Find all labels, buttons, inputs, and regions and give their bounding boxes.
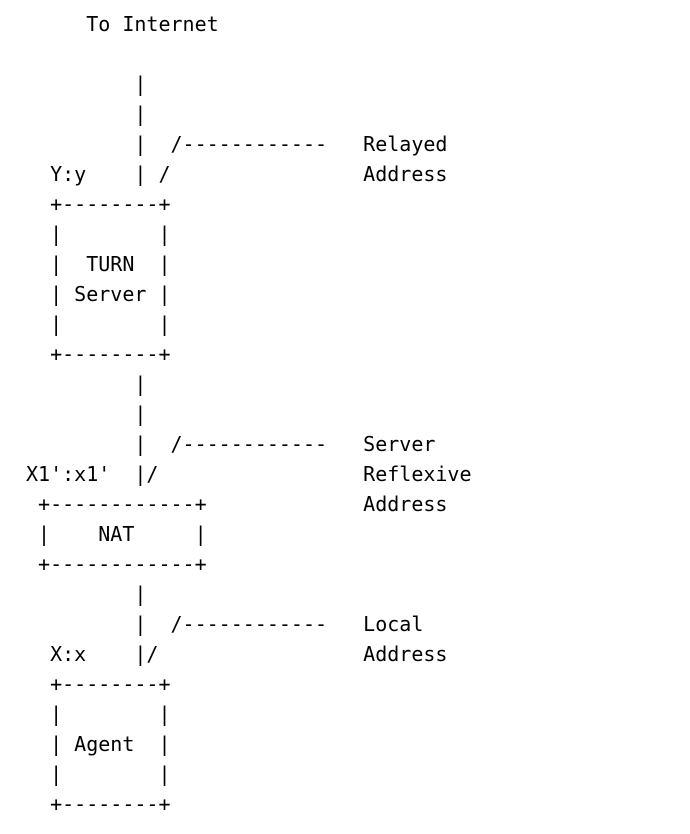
ascii-art-diagram: To Internet | | | /------------ Relayed … bbox=[26, 12, 472, 816]
